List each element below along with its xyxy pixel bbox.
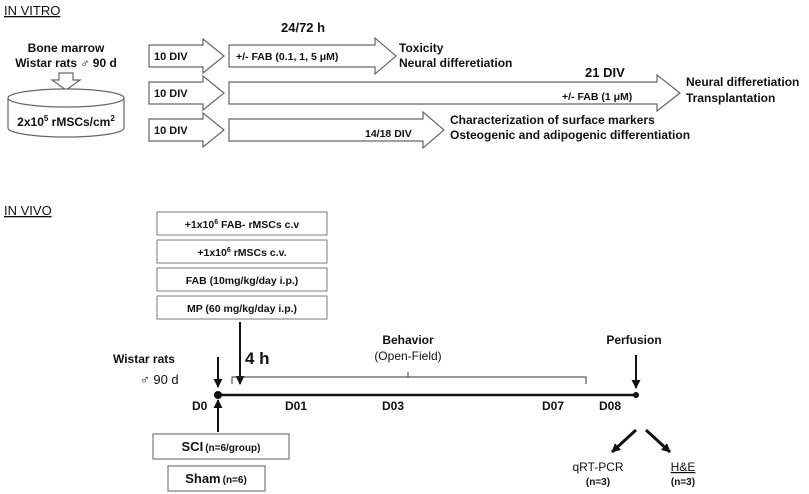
div-label: 10 DIV [154,88,188,100]
day-label: D0 [192,399,208,413]
treatment-box [156,267,328,292]
behavior-label: Behavior [382,333,434,347]
branch-arrow-right [644,428,672,454]
day-label: D08 [599,399,621,413]
branch-arrow-left [610,428,638,454]
vitro-row-2: 10 DIV +/- FAB (1 μM) 21 DIV Neural diff… [148,65,799,113]
sci-box [152,433,290,460]
analysis-n: (n=3) [586,477,610,488]
sham-box [167,465,266,492]
treatment-label: +1x106 rMSCs c.v. [197,247,286,259]
day-label: D07 [542,399,564,413]
day-label: D01 [285,399,307,413]
treatment-label: +1x106 FAB- rMSCs c.v [185,219,300,231]
outcome-1: Neural differetiation [686,75,799,89]
div-arrow [148,74,225,112]
treatment-label: +/- FAB (1 μM) [562,91,632,103]
outcome-2: Neural differetiation [399,56,512,70]
time-arrow [228,110,445,150]
analysis-label: H&E [671,460,696,474]
subject-line1: Wistar rats [113,352,175,366]
analysis-n: (n=3) [671,477,695,488]
culture-dish: 2x105 rMSCs/cm2 [7,88,125,138]
vitro-row-1: 10 DIV +/- FAB (0.1, 1, 5 μM) 24/72 h To… [148,20,512,76]
outcome-1: Characterization of surface markers [450,113,655,127]
treatment-label: FAB (10mg/kg/day i.p.) [186,275,299,287]
day-label: D03 [382,399,404,413]
behavior-bracket [231,376,587,384]
vitro-row-3: 10 DIV 14/18 DIV Characterization of sur… [148,110,690,150]
treatment-label: MP (60 mg/kg/day i.p.) [187,303,297,315]
treatment-arrow [228,73,681,113]
outcome-1: Toxicity [399,41,444,55]
sci-label: SCI(n=6/group) [182,439,261,454]
treatment-boxes: +1x106 FAB- rMSCs c.v +1x106 rMSCs c.v. … [156,211,328,320]
timeline-end-dot [633,392,639,398]
treatment-box [156,211,328,236]
outcome-2: Osteogenic and adipogenic differentiatio… [450,128,690,142]
time-label: 21 DIV [585,65,625,80]
in-vitro-heading: IN VITRO [4,3,60,18]
perfusion-label: Perfusion [606,333,661,347]
treatment-label: +/- FAB (0.1, 1, 5 μM) [236,51,338,63]
time-label: 24/72 h [281,20,325,35]
dish-label: 2x105 rMSCs/cm2 [17,114,115,129]
analysis-label: qRT-PCR [572,460,623,474]
outcome-2: Transplantation [686,91,775,105]
hollow-down-arrow-icon [50,72,82,91]
source-line1: Bone marrow [28,41,105,55]
group-boxes: SCI(n=6/group) Sham(n=6) [152,433,290,492]
div-label: 10 DIV [154,125,188,137]
in-vivo-heading: IN VIVO [4,203,52,218]
open-field-label: (Open-Field) [374,349,441,363]
time-label: 14/18 DIV [365,128,412,140]
subject-line2: ♂ 90 d [140,372,179,387]
div-arrow [148,37,225,75]
div-arrow [148,111,225,149]
div-label: 10 DIV [154,51,188,63]
sham-label: Sham(n=6) [185,471,247,486]
treatment-box [156,239,328,264]
treatment-box [156,295,328,320]
treatment-arrow [228,36,397,76]
timeline-start-dot [214,391,222,399]
source-line2: Wistar rats ♂ 90 d [15,56,117,70]
four-hours-label: 4 h [245,349,270,368]
